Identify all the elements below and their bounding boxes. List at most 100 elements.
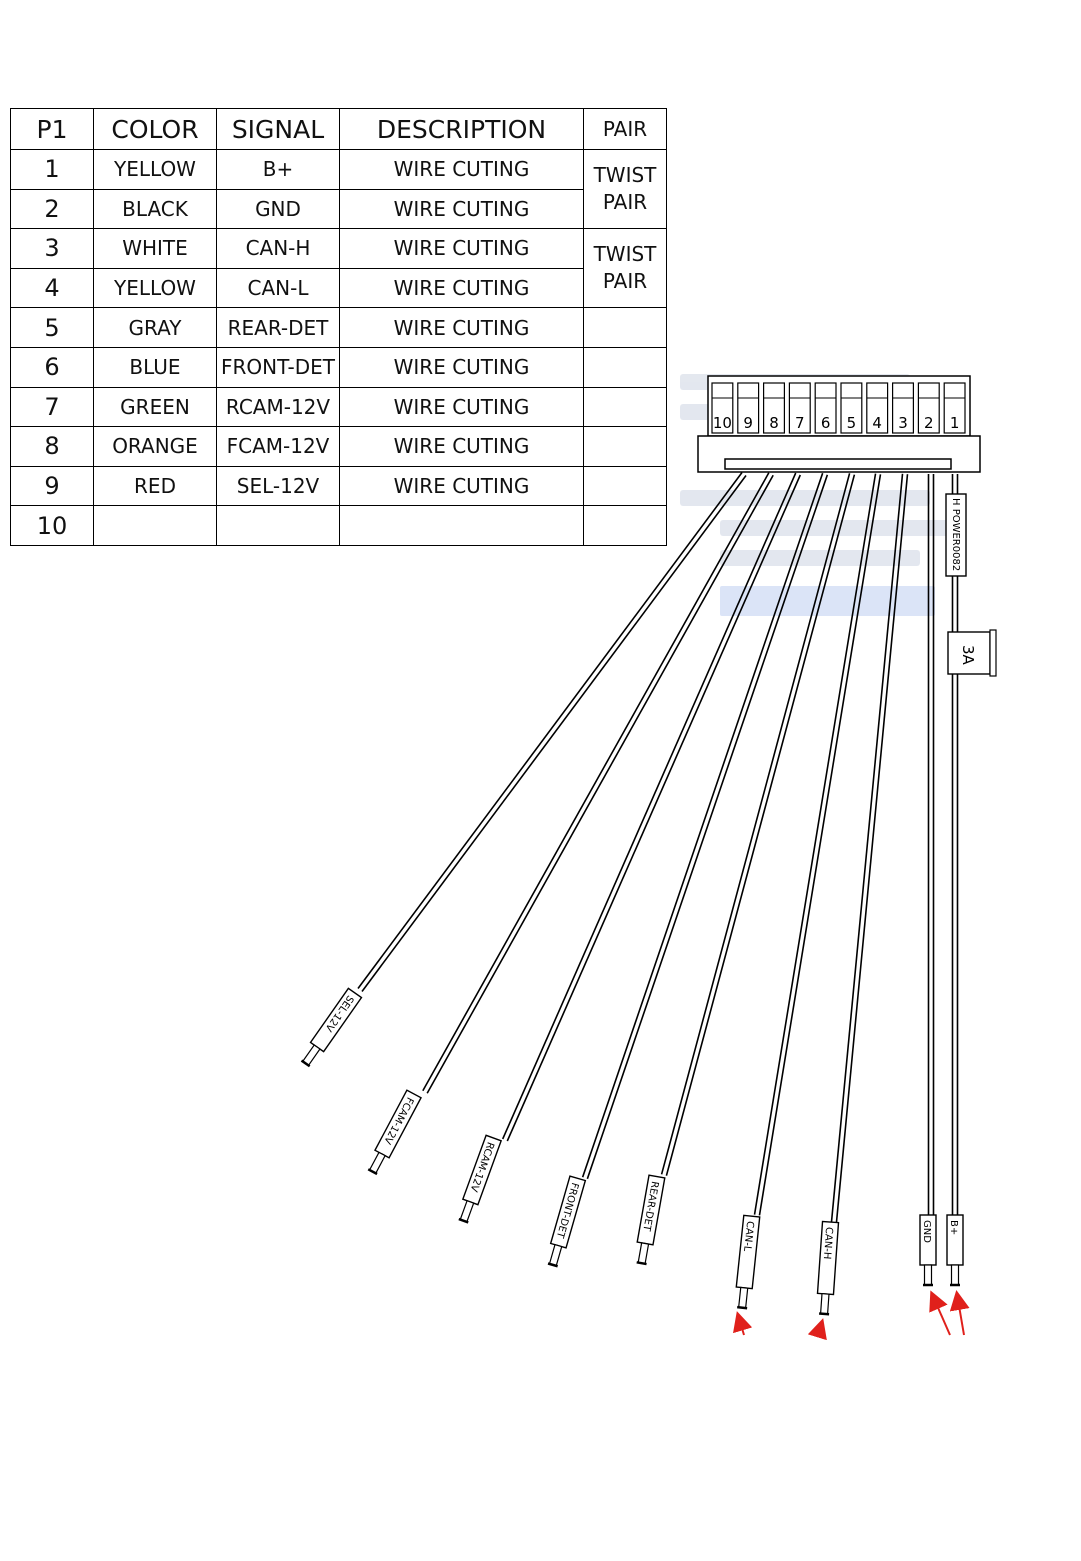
- pair-cell: [583, 465, 667, 507]
- connector-pin-cell: [917, 382, 940, 434]
- wire-rear-det: [660, 473, 851, 1175]
- terminal-pin: [819, 1293, 830, 1315]
- connector-pin-cell: [891, 382, 914, 434]
- connector-pin-cell: [711, 382, 734, 434]
- signal-cell: REAR-DET: [216, 307, 340, 348]
- description-cell: WIRE CUTING: [339, 426, 584, 467]
- connector-pin-label: 7: [795, 414, 805, 432]
- connector-pin-label: 6: [821, 414, 831, 432]
- table-row: 6 BLUE FRONT-DET WIRE CUTING: [10, 346, 667, 388]
- table-row: 7 GREEN RCAM-12V WIRE CUTING: [10, 386, 667, 428]
- header-p1: P1: [10, 108, 94, 150]
- signal-cell: [216, 505, 340, 546]
- table-row: 8 ORANGE FCAM-12V WIRE CUTING: [10, 426, 667, 467]
- header-color: COLOR: [93, 108, 217, 150]
- connector-slot: [724, 458, 952, 470]
- pin-cell: 1: [10, 149, 94, 190]
- terminal-label: B+: [948, 1220, 959, 1235]
- pair-cell: [583, 426, 667, 467]
- terminal-sel: SEL-12V: [300, 987, 363, 1068]
- wires: [357, 472, 959, 1223]
- connector-pin-label: 2: [924, 414, 934, 432]
- color-cell: YELLOW: [93, 267, 217, 309]
- pin-cell: 5: [10, 307, 94, 348]
- description-cell: WIRE CUTING: [339, 188, 584, 230]
- terminal-tip: [300, 1059, 311, 1068]
- fuse-holder-label: H POWER0082: [950, 498, 961, 571]
- connector-pin-cell: [866, 382, 889, 434]
- color-cell: YELLOW: [93, 149, 217, 190]
- signal-cell: CAN-H: [216, 228, 340, 269]
- connector-pin-cell: [788, 382, 811, 434]
- description-cell: WIRE CUTING: [339, 149, 584, 190]
- pair-line: PAIR: [602, 269, 648, 294]
- pair-cell: TWIST PAIR: [583, 148, 667, 230]
- color-cell: BLACK: [93, 188, 217, 230]
- signal-cell: GND: [216, 188, 340, 230]
- terminal-label: CAN-L: [741, 1220, 755, 1252]
- wire-can-l: [758, 474, 882, 1216]
- arrow-can-h: [807, 1318, 827, 1341]
- terminal-label: CAN-H: [821, 1227, 834, 1260]
- terminal-label: GND: [921, 1220, 932, 1243]
- wire-sel: [361, 475, 747, 992]
- pair-cell: TWIST PAIR: [583, 228, 667, 309]
- pair-cell: [583, 505, 667, 546]
- connector-pin-cell: [762, 382, 785, 434]
- wire-rcam: [501, 472, 797, 1140]
- table-row: 9 RED SEL-12V WIRE CUTING: [10, 465, 667, 507]
- table-row: 10: [10, 505, 667, 546]
- pair-line: TWIST: [593, 163, 657, 188]
- wire-can-h: [830, 473, 904, 1222]
- terminal-pin: [738, 1286, 749, 1309]
- wire-can-l: [753, 473, 877, 1215]
- pointer-arrows: [733, 1290, 970, 1341]
- connector-pin-label: 3: [898, 414, 908, 432]
- terminal-pin: [548, 1243, 563, 1267]
- signal-cell: FRONT-DET: [216, 346, 340, 388]
- terminal-tip: [547, 1262, 558, 1268]
- wire-front-det: [581, 472, 824, 1178]
- wire-fcam: [426, 474, 774, 1094]
- description-cell: WIRE CUTING: [339, 386, 584, 428]
- color-cell: GRAY: [93, 307, 217, 348]
- terminal-pin: [459, 1199, 475, 1223]
- arrow-bplus: [949, 1290, 970, 1336]
- terminal-rcam: RCAM-12V: [458, 1134, 503, 1224]
- pair-cell: [583, 386, 667, 428]
- pair-cell: [583, 346, 667, 388]
- connector-pin-cell: [737, 382, 760, 434]
- description-cell: [339, 505, 584, 546]
- color-cell: [93, 505, 217, 546]
- pin-cell: 2: [10, 188, 94, 230]
- wire-sel: [357, 472, 743, 989]
- header-signal: SIGNAL: [216, 108, 340, 150]
- pair-line: TWIST: [593, 242, 657, 267]
- terminal-tip: [367, 1168, 378, 1176]
- description-cell: WIRE CUTING: [339, 228, 584, 269]
- terminal-tip: [636, 1261, 647, 1266]
- pin-cell: 10: [10, 505, 94, 546]
- table-row: 2 BLACK GND WIRE CUTING: [10, 188, 667, 230]
- connector-pin-cell: [814, 382, 837, 434]
- table-row: 5 GRAY REAR-DET WIRE CUTING: [10, 307, 667, 348]
- pair-line: PAIR: [602, 190, 648, 215]
- connector-pin-label: 9: [743, 414, 753, 432]
- terminal-pin: [923, 1264, 933, 1286]
- pin-cell: 7: [10, 386, 94, 428]
- terminal-fcam: FCAM-12V: [367, 1089, 422, 1176]
- pin-cell: 3: [10, 228, 94, 269]
- arrow-can-l: [733, 1311, 753, 1336]
- table-row: 3 WHITE CAN-H WIRE CUTING TWIST PAIR: [10, 228, 667, 309]
- fuse-holder-label-tube: [945, 493, 967, 577]
- wire-rcam: [506, 474, 802, 1142]
- color-cell: WHITE: [93, 228, 217, 269]
- fuse-body: [947, 631, 991, 675]
- description-cell: WIRE CUTING: [339, 267, 584, 309]
- signal-cell: CAN-L: [216, 267, 340, 309]
- connector-pin-label: 5: [847, 414, 857, 432]
- connector-pin-cell: [943, 382, 966, 434]
- connector-pin-label: 8: [769, 414, 779, 432]
